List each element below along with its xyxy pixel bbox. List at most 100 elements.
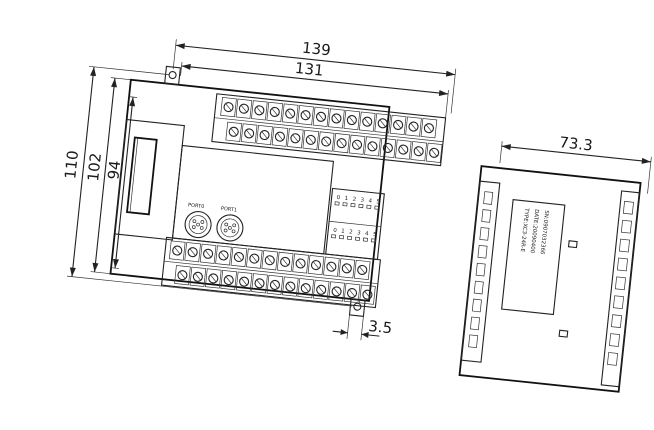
dim-131: 131	[180, 59, 449, 118]
terminal-screw	[326, 261, 337, 272]
led-digit: 5	[376, 199, 381, 205]
terminal-cell	[312, 279, 330, 300]
terminal-cell	[395, 139, 412, 160]
terminal-screw	[341, 263, 352, 274]
terminal-screw	[423, 123, 434, 134]
dim-73-3: 73.3	[499, 133, 652, 194]
terminal-screw	[300, 110, 311, 121]
terminal-cell	[282, 276, 299, 297]
mount-ear-top-left	[164, 65, 181, 86]
dim-94: 94	[104, 96, 138, 269]
vent-slot	[616, 257, 628, 272]
terminal-cell	[405, 116, 422, 137]
dim-110-label: 110	[61, 150, 82, 180]
top-terminal-block	[211, 93, 447, 167]
terminal-screw	[331, 113, 342, 124]
vent-slot	[468, 334, 479, 349]
led-indicator	[370, 238, 376, 243]
terminal-screw	[187, 247, 198, 258]
terminal-cell	[240, 123, 258, 144]
terminal-screw	[295, 258, 306, 269]
terminal-screw	[280, 256, 291, 267]
terminal-cell	[317, 131, 335, 152]
dim-102-label: 102	[84, 152, 105, 182]
led-digit: 2	[349, 229, 353, 235]
terminal-cell	[297, 278, 315, 299]
terminal-screw	[269, 106, 280, 118]
vent-slot	[613, 295, 624, 310]
terminal-cell	[389, 114, 407, 135]
terminal-cell	[338, 258, 356, 279]
bottom-terminal-block	[160, 236, 382, 309]
terminal-screw	[223, 102, 234, 113]
dim-110: 110	[61, 65, 353, 307]
led-digit: 3	[357, 230, 362, 236]
terminal-screw	[254, 105, 265, 116]
vent-slot	[618, 238, 630, 253]
terminal-screw	[377, 118, 388, 129]
terminal-cell	[220, 97, 237, 118]
vent-slot	[470, 316, 480, 331]
terminal-screw	[429, 147, 440, 158]
terminal-screw	[208, 273, 219, 284]
led-indicator	[358, 203, 364, 209]
terminal-screw	[274, 131, 286, 142]
mount-hole-top	[168, 71, 177, 80]
led-digit: 3	[360, 197, 365, 203]
dim-139-label: 139	[301, 39, 331, 60]
terminal-cell	[425, 142, 443, 163]
vent-slot	[609, 333, 621, 347]
port0-connector: PORT0	[184, 202, 212, 239]
mount-hole-bottom	[353, 302, 362, 311]
terminal-cell	[220, 269, 237, 291]
led-digit: 2	[352, 197, 356, 203]
terminal-screw	[218, 250, 229, 261]
terminal-screw	[172, 245, 183, 256]
vent-slot	[481, 209, 492, 223]
vent-slot	[471, 298, 482, 313]
terminal-cell	[266, 274, 284, 295]
led-digit: 0	[336, 195, 341, 201]
terminal-screw	[228, 126, 239, 137]
terminal-screw	[285, 281, 296, 292]
terminal-screw	[321, 136, 332, 147]
terminal-screw	[310, 260, 322, 271]
terminal-screw	[398, 144, 409, 155]
terminal-screw	[254, 278, 265, 289]
terminal-cell	[271, 126, 289, 147]
dim-139: 139	[172, 39, 457, 114]
terminal-cell	[379, 137, 397, 159]
led-indicator	[346, 235, 353, 241]
port1-label: PORT1	[221, 206, 238, 214]
terminal-cell	[364, 136, 381, 157]
port0-label: PORT0	[188, 202, 205, 210]
terminal-screw	[238, 103, 249, 114]
terminal-screw	[300, 283, 311, 294]
side-vents	[468, 191, 634, 366]
led-indicator	[334, 201, 340, 206]
terminal-cell	[256, 124, 273, 146]
dim-94-label: 94	[104, 160, 124, 181]
led-indicator	[339, 235, 345, 240]
terminal-cell	[348, 134, 366, 155]
led-digit: 0	[333, 228, 338, 234]
led-indicator	[331, 234, 337, 239]
vent-slot	[620, 219, 632, 234]
terminal-cell	[358, 111, 376, 132]
terminal-screw	[357, 264, 368, 276]
label-line3: SN:0907032366	[539, 210, 550, 255]
side-body-outline	[458, 165, 642, 393]
terminal-screw	[331, 286, 342, 297]
terminal-cell	[235, 98, 253, 119]
dim-3-5-label: 3.5	[367, 317, 393, 337]
terminal-screw	[336, 138, 347, 149]
terminal-screw	[413, 146, 424, 157]
led-digit: 1	[344, 196, 348, 202]
terminal-screw	[367, 141, 378, 152]
terminal-cell	[199, 243, 217, 264]
expansion-slot	[126, 136, 158, 216]
vent-slot	[614, 276, 626, 291]
dim-131-label: 131	[294, 59, 324, 80]
